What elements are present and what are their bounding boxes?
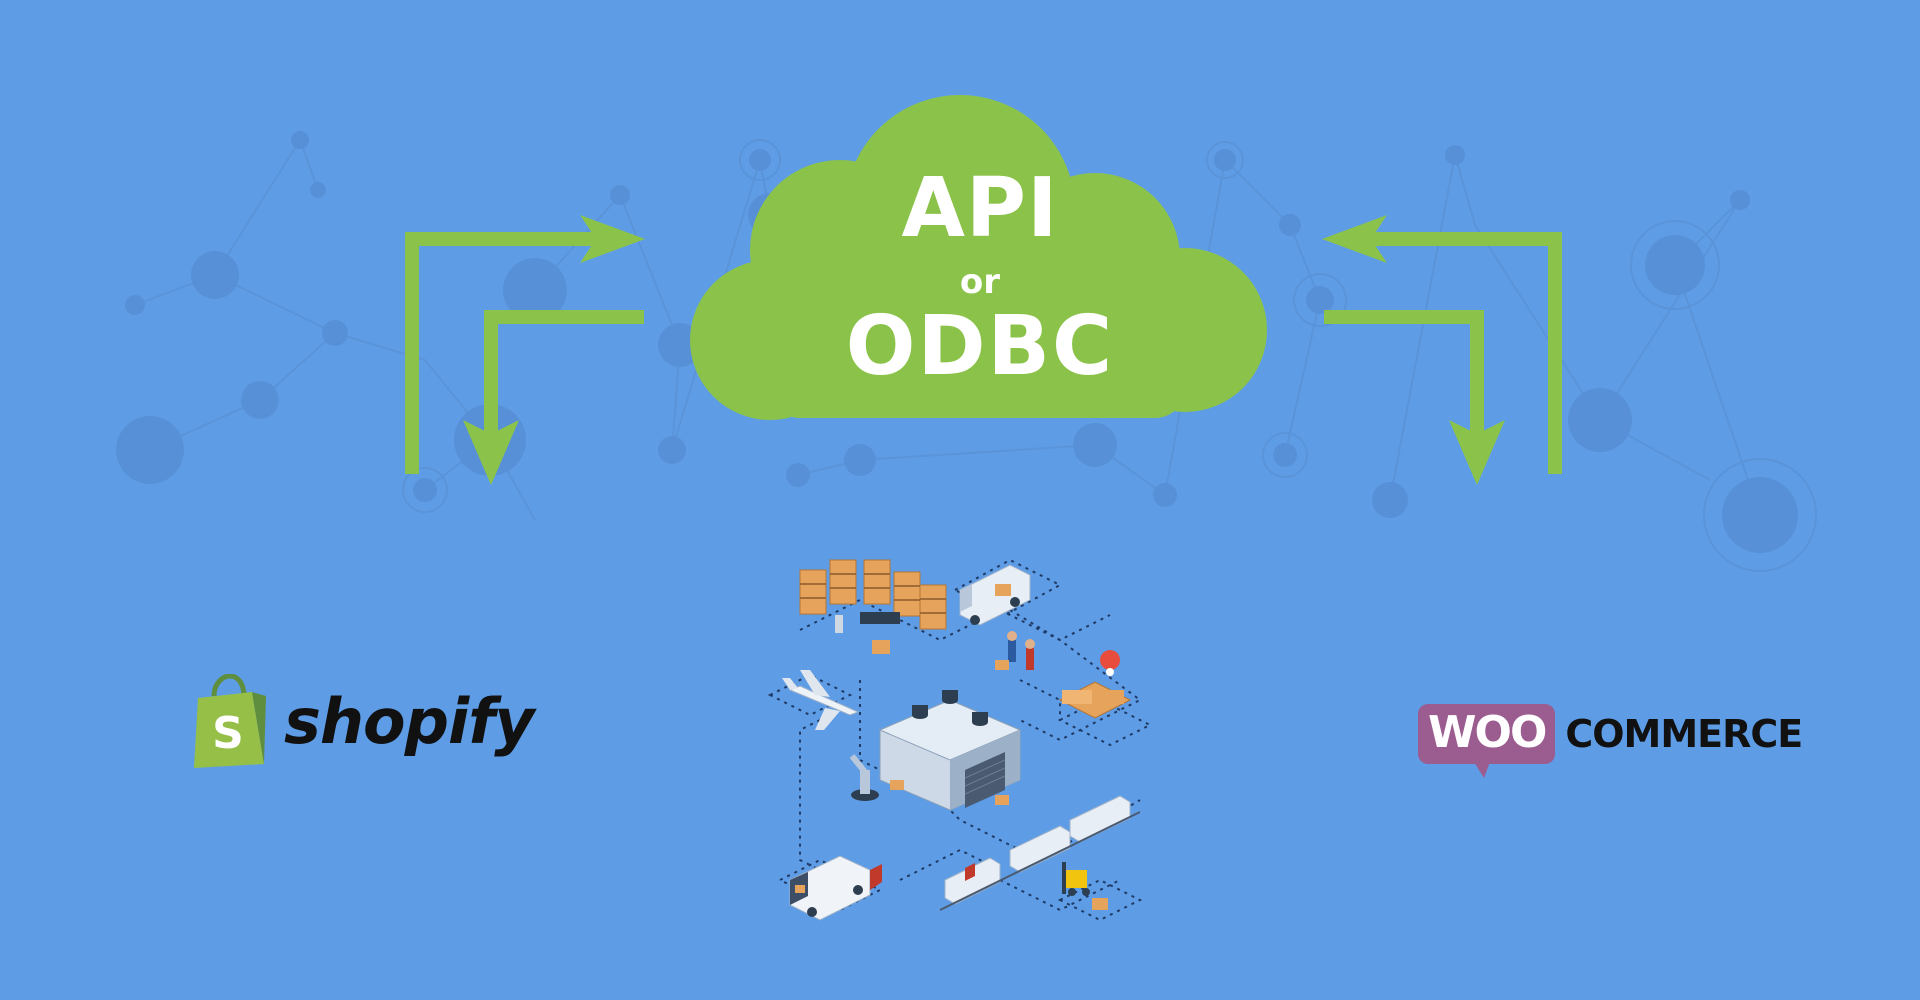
shopify-bag-letter: S [212,708,244,759]
shopify-logo: S shopify [190,672,535,772]
warehouse-building-icon [878,690,1022,811]
shopify-wordmark: shopify [284,685,535,758]
woo-wordmark: WOO [1428,707,1547,758]
workers-icon [995,631,1035,670]
warehouse-shelves-icon [799,559,947,654]
right-arrows-icon [1322,215,1562,485]
airplane-icon [782,670,860,730]
cloud-title-odbc: ODBC [845,299,1115,394]
robot-arm-icon [849,754,904,801]
woo-bubble: WOO [1418,704,1556,778]
pallet-location-icon [1058,650,1132,719]
cloud-title-or: or [959,262,1001,302]
cloud-title-api: API [901,161,1059,256]
truck-icon [789,855,882,921]
shopify-bag-icon: S [194,674,266,768]
woocommerce-logo: WOO COMMERCE [1418,694,1803,778]
forklift-icon [1062,862,1108,910]
left-arrows-icon [405,215,645,485]
freight-train-icon [939,795,1141,911]
delivery-van-icon [959,564,1031,626]
commerce-wordmark: COMMERCE [1565,712,1803,756]
